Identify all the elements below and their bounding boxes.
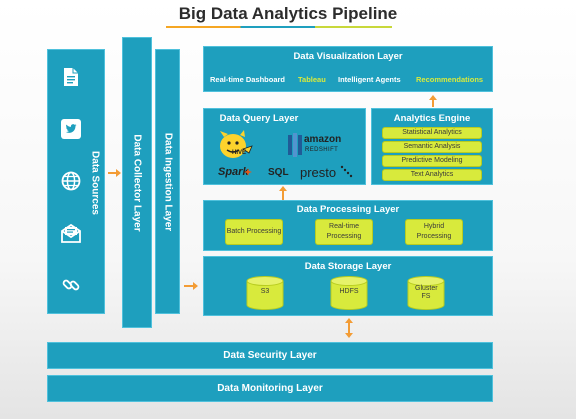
sql-text: SQL: [268, 167, 289, 178]
document-icon: [57, 64, 85, 90]
redshift-icon: [288, 133, 302, 157]
data-collector-label: Data Collector Layer: [131, 133, 143, 232]
data-storage-label: Data Storage Layer: [304, 261, 392, 272]
storage-cylinder-hdfs: HDFS: [330, 276, 368, 311]
vis-item-intelligent-agents: Intelligent Agents: [338, 75, 401, 84]
data-query-panel: Data Query Layer HIVE amazon REDSHIFT Sp…: [203, 108, 366, 185]
storage-cylinder-s3: S3: [246, 276, 284, 311]
data-processing-panel: Data Processing Layer Batch Processing R…: [203, 200, 493, 251]
globe-icon: [57, 168, 85, 194]
analytics-item: Text Analytics: [382, 169, 482, 181]
data-query-label: Data Query Layer: [219, 113, 299, 124]
presto-text: presto: [300, 165, 337, 180]
processing-item-batch: Batch Processing: [225, 219, 283, 245]
analytics-engine-label: Analytics Engine: [393, 113, 471, 124]
twitter-icon: [57, 116, 85, 142]
storage-cylinder-glusterfs: Gluster FS: [407, 276, 445, 311]
data-collector-panel: Data Collector Layer: [122, 37, 152, 328]
data-processing-label: Data Processing Layer: [296, 204, 400, 215]
vis-item-realtime-dashboard: Real-time Dashboard: [210, 75, 286, 84]
data-monitoring-panel: Data Monitoring Layer: [47, 375, 493, 402]
arrow-head: [345, 318, 353, 323]
title-underline: [166, 26, 392, 28]
arrow-sources-to-collector: [108, 172, 117, 174]
arrow-storage-security: [348, 322, 350, 334]
analytics-engine-panel: Analytics Engine Statistical Analytics S…: [371, 108, 493, 185]
arrow-head: [193, 282, 198, 290]
vis-item-tableau: Tableau: [298, 75, 326, 84]
vis-item-recommendations: Recommendations: [416, 75, 484, 84]
arrow-analytics-to-visualization: [432, 99, 434, 107]
spark-star-icon: [244, 163, 252, 176]
data-monitoring-label: Data Monitoring Layer: [217, 383, 323, 394]
arrow-processing-to-query: [282, 190, 284, 200]
processing-item-hybrid: Hybrid Processing: [405, 219, 463, 245]
data-security-panel: Data Security Layer: [47, 342, 493, 369]
storage-item-label: S3: [260, 288, 270, 295]
spark-text: Spark: [218, 166, 249, 178]
redshift-text: REDSHIFT: [305, 147, 339, 153]
data-ingestion-label: Data Ingestion Layer: [162, 132, 173, 231]
processing-item-realtime: Real-time Processing: [315, 219, 373, 245]
diagram-title: Big Data Analytics Pipeline: [178, 4, 398, 23]
amazon-text: amazon: [304, 134, 342, 145]
storage-item-label: HDFS: [339, 288, 359, 295]
data-visualization-label: Data Visualization Layer: [293, 51, 403, 62]
data-storage-panel: Data Storage Layer S3 HDFS Gluster FS: [203, 256, 493, 316]
arrow-head: [345, 333, 353, 338]
data-sources-panel: Data Sources: [47, 49, 105, 314]
data-visualization-panel: Data Visualization Layer Real-time Dashb…: [203, 46, 493, 92]
hive-logo: [216, 129, 256, 163]
arrow-head: [116, 169, 121, 177]
data-security-label: Data Security Layer: [223, 350, 317, 361]
storage-item-label: Gluster FS: [415, 285, 438, 300]
arrow-head: [279, 186, 287, 191]
presto-dots-icon: [340, 165, 354, 179]
analytics-item: Statistical Analytics: [382, 127, 482, 139]
hive-text: HIVE: [232, 150, 247, 156]
data-sources-label: Data Sources: [89, 150, 101, 215]
data-ingestion-panel: Data Ingestion Layer: [155, 49, 180, 314]
arrow-ingestion-to-storage: [184, 285, 194, 287]
analytics-item: Semantic Analysis: [382, 141, 482, 153]
email-icon: [57, 220, 85, 246]
analytics-item: Predictive Modeling: [382, 155, 482, 167]
link-icon: [57, 272, 85, 298]
arrow-head: [429, 95, 437, 100]
